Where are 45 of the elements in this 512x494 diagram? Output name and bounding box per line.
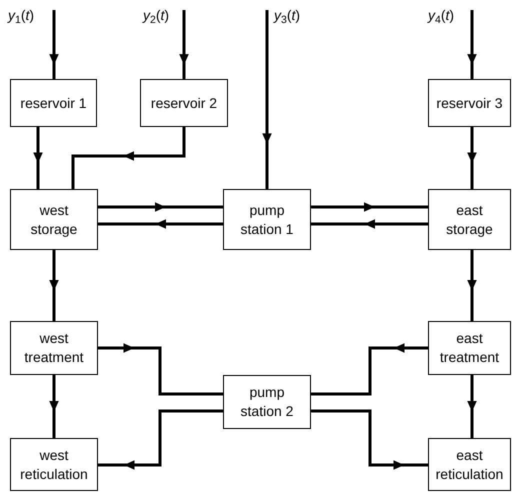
box-label: west reticulation bbox=[19, 446, 89, 484]
process-box bbox=[10, 79, 97, 127]
box-label: east storage bbox=[445, 200, 494, 238]
signal-label: y$_{2}$(t) bbox=[143, 6, 170, 24]
arrow bbox=[98, 410, 223, 470]
arrow bbox=[49, 375, 59, 438]
box-label: reservoir 3 bbox=[436, 94, 503, 112]
signal-label: y$_{3}$(t) bbox=[274, 6, 300, 24]
process-box bbox=[223, 189, 311, 250]
arrow bbox=[49, 10, 59, 79]
box-label: pump station 1 bbox=[240, 200, 294, 238]
arrow bbox=[311, 219, 428, 229]
arrow bbox=[33, 127, 43, 189]
process-box bbox=[10, 189, 98, 250]
arrow bbox=[98, 202, 223, 212]
process-box bbox=[428, 438, 511, 491]
arrow bbox=[98, 343, 223, 396]
signal-label: y$_{4}$(t) bbox=[428, 6, 454, 24]
signal-label: y$_{1}$(t) bbox=[8, 6, 34, 24]
process-box bbox=[10, 438, 98, 491]
box-label: west treatment bbox=[23, 329, 85, 367]
arrow bbox=[49, 250, 59, 321]
box-label: east treatment bbox=[438, 329, 500, 367]
arrow bbox=[262, 10, 272, 189]
process-box bbox=[10, 321, 98, 375]
arrow bbox=[467, 127, 477, 189]
arrow bbox=[311, 410, 428, 470]
box-label: west storage bbox=[30, 200, 78, 238]
process-box bbox=[140, 79, 228, 127]
arrow bbox=[72, 127, 186, 189]
box-label: pump station 2 bbox=[240, 383, 294, 421]
box-label: reservoir 1 bbox=[20, 94, 87, 112]
arrow bbox=[467, 250, 477, 321]
box-label: east reticulation bbox=[434, 446, 504, 484]
arrow bbox=[311, 202, 428, 212]
process-box bbox=[428, 189, 511, 250]
arrow bbox=[467, 10, 477, 79]
arrow bbox=[467, 375, 477, 438]
arrow bbox=[98, 219, 223, 229]
process-box bbox=[428, 321, 511, 375]
box-label: reservoir 2 bbox=[150, 94, 218, 112]
process-box bbox=[428, 79, 511, 127]
process-box bbox=[223, 375, 311, 429]
arrow bbox=[311, 343, 428, 396]
arrow bbox=[179, 10, 189, 79]
